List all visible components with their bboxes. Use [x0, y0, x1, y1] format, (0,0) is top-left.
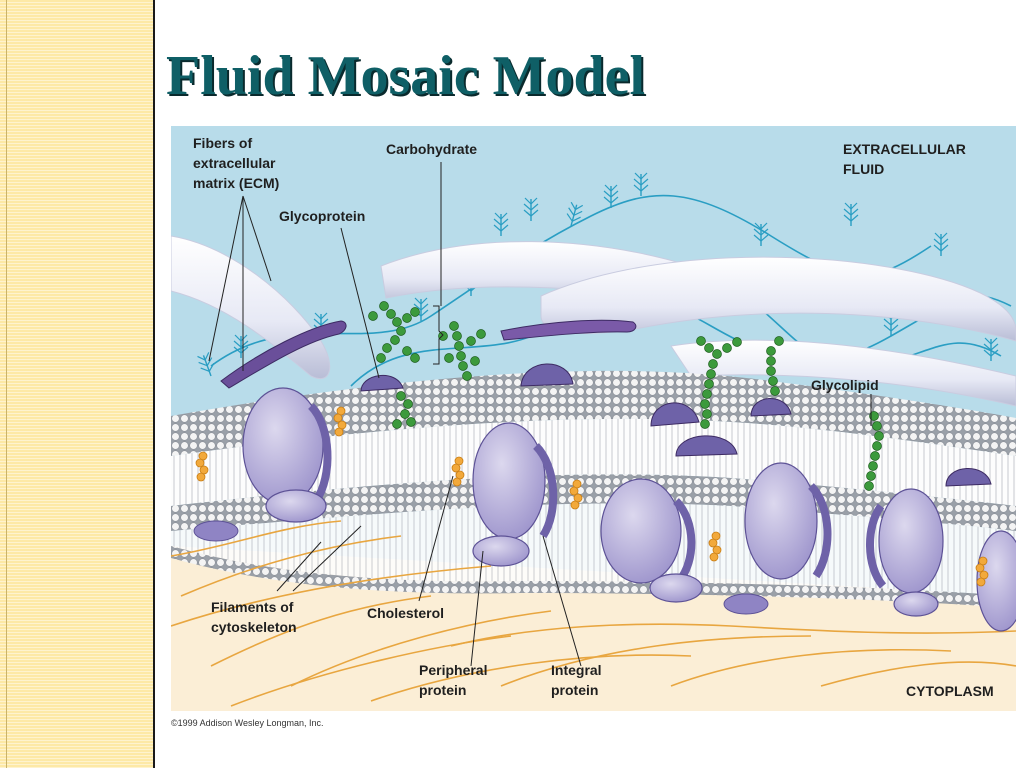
carbohydrate-chains	[368, 301, 884, 491]
label-glycolipid: Glycolipid	[811, 377, 879, 393]
label-glycoprotein: Glycoprotein	[279, 208, 365, 224]
label-fibers-ecm: Fibers of extracellular matrix (ECM)	[193, 135, 279, 191]
copyright-text: ©1999 Addison Wesley Longman, Inc.	[171, 718, 324, 728]
side-bar-rule	[6, 0, 7, 768]
label-carbohydrate: Carbohydrate	[386, 141, 477, 157]
label-extracellular-fluid: EXTRACELLULAR FLUID	[843, 141, 970, 177]
slide-title: Fluid Mosaic Model	[166, 45, 646, 107]
cytoskeleton-filaments	[171, 520, 1016, 707]
leader-lines	[208, 162, 872, 667]
outer-lipid-heads	[171, 370, 1016, 456]
caption-strip	[171, 711, 1016, 735]
label-filaments-cytoskeleton: Filaments of cytoskeleton	[211, 599, 297, 635]
label-cytoplasm: CYTOPLASM	[906, 683, 994, 699]
diagram-svg: Fibers of extracellular matrix (ECM) Car…	[171, 126, 1016, 735]
label-cholesterol: Cholesterol	[367, 605, 444, 621]
slide-side-bar	[0, 0, 153, 768]
label-peripheral-protein: Peripheral protein	[419, 662, 491, 698]
ecm-fibers	[171, 235, 1016, 407]
label-integral-protein: Integral protein	[551, 662, 605, 698]
membrane-proteins	[193, 363, 1016, 632]
fluid-mosaic-diagram: Fibers of extracellular matrix (ECM) Car…	[171, 126, 1016, 735]
side-bar-border	[153, 0, 155, 768]
